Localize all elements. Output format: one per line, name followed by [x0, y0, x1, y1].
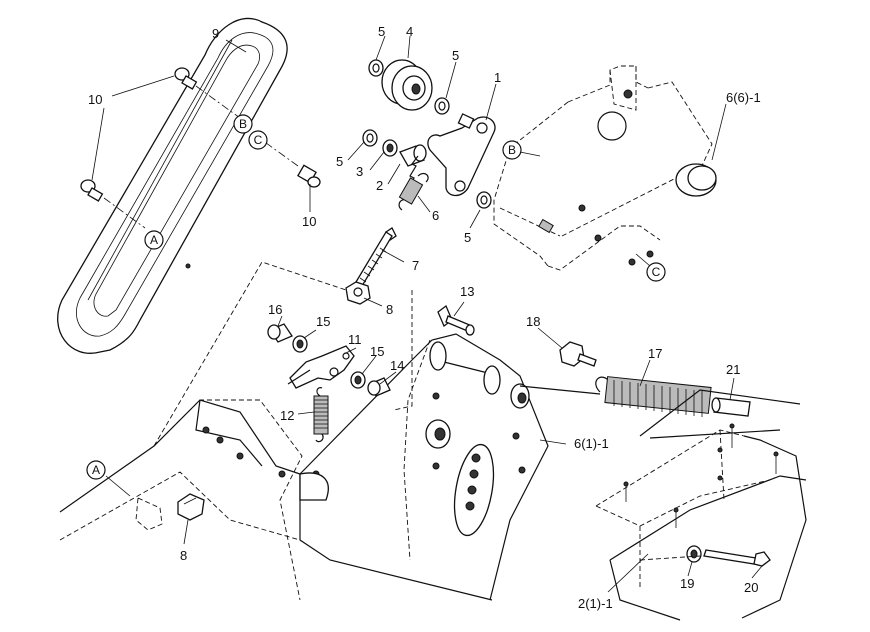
e-ring-part-5-right [476, 191, 492, 209]
callout-8-top: 8 [386, 302, 393, 317]
washer-part-15-left [292, 335, 308, 353]
callout-3: 3 [356, 164, 363, 179]
connector-label: A [150, 233, 158, 247]
washer-part-19 [686, 545, 702, 563]
callout-15-left: 15 [316, 314, 330, 329]
nut-part-8-top [345, 281, 371, 305]
callout-16: 16 [268, 302, 282, 317]
bolt-part-10-right [261, 139, 321, 188]
spring-part-17 [519, 376, 723, 417]
callout-9: 9 [212, 26, 219, 41]
connector-B-frame: B [502, 140, 522, 160]
bolt-part-10-lower [80, 179, 146, 229]
connector-A-belt: A [144, 230, 164, 250]
collar-part-2 [399, 144, 427, 167]
bolt-part-10-upper [174, 67, 241, 119]
lever-part-11 [287, 345, 355, 389]
callout-18: 18 [526, 314, 540, 329]
bolt-part-18 [559, 341, 597, 367]
e-ring-part-5-mid [434, 97, 450, 115]
connector-label: C [652, 265, 661, 279]
callout-7: 7 [412, 258, 419, 273]
idler-pulley-part-4 [381, 59, 433, 111]
callout-15-right: 15 [370, 344, 384, 359]
callout-5-right: 5 [464, 230, 471, 245]
callout-20: 20 [744, 580, 758, 595]
bolt-axis-line [639, 555, 701, 561]
collar-part-14 [367, 377, 391, 397]
frame-assembly-6-6-1 [493, 65, 717, 271]
spring-part-12 [313, 387, 329, 443]
connector-label: C [254, 133, 263, 147]
belt-part-9 [57, 17, 288, 354]
connector-C-frame: C [646, 262, 666, 282]
ref-frame-6-1-1: 6(1)-1 [574, 436, 609, 451]
connector-label: B [239, 117, 247, 131]
callout-2: 2 [376, 178, 383, 193]
e-ring-part-5-top [368, 59, 384, 77]
nut-part-8-ghost [135, 497, 163, 531]
collar-part-21 [711, 397, 751, 417]
nut-part-8-lower [177, 493, 205, 521]
washer-part-15-right [350, 371, 366, 389]
bolt-part-13 [437, 304, 475, 336]
spring-part-6 [398, 155, 429, 211]
e-ring-part-5-left [362, 129, 378, 147]
bolt-part-20 [703, 549, 771, 567]
callout-10-left: 10 [88, 92, 102, 107]
callout-5-mid: 5 [452, 48, 459, 63]
callout-5-top: 5 [378, 24, 385, 39]
callout-17: 17 [648, 346, 662, 361]
callout-13: 13 [460, 284, 474, 299]
connector-C-belt: C [248, 130, 268, 150]
callout-6: 6 [432, 208, 439, 223]
callout-5-left: 5 [336, 154, 343, 169]
connector-B-belt: B [233, 114, 253, 134]
frame-assembly-2-1-1 [595, 389, 807, 621]
eye-bolt-part-7 [355, 227, 397, 287]
callout-19: 19 [680, 576, 694, 591]
callout-11: 11 [348, 332, 362, 347]
frame-assembly-6-1-1 [59, 261, 549, 601]
callout-1: 1 [494, 70, 501, 85]
connector-A-frame: A [86, 460, 106, 480]
leader-lines [91, 35, 763, 593]
ref-frame-6-6-1: 6(6)-1 [726, 90, 761, 105]
callout-4: 4 [406, 24, 413, 39]
connector-label: B [508, 143, 516, 157]
connector-label: A [92, 463, 100, 477]
callout-21: 21 [726, 362, 740, 377]
callout-8-lower: 8 [180, 548, 187, 563]
washer-part-3 [382, 139, 398, 157]
idler-arm-part-1 [427, 113, 496, 197]
callout-10-right: 10 [302, 214, 316, 229]
collar-part-16 [267, 323, 293, 343]
ref-frame-2-1-1: 2(1)-1 [578, 596, 613, 611]
callout-14: 14 [390, 358, 404, 373]
callout-12: 12 [280, 408, 294, 423]
